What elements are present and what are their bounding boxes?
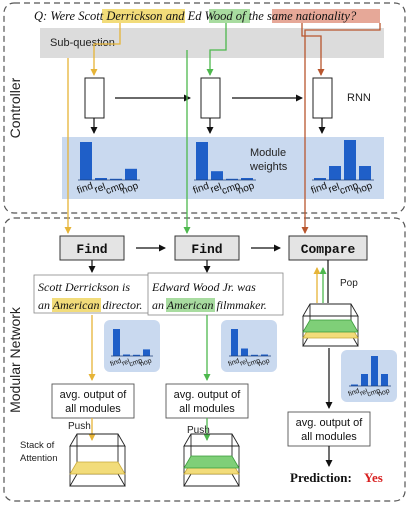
- controller-weights-1-bar-find: [80, 142, 92, 180]
- module-weights-label-2: weights: [249, 161, 288, 173]
- controller-weights-1-tick-find: find: [76, 181, 95, 197]
- module-weights-3-bar-rel: [361, 374, 368, 386]
- module-weights-3-tick-rel: rel: [359, 388, 369, 397]
- module-weights-1-bar-cmp: [133, 354, 140, 356]
- highlight-entity2: [209, 9, 250, 23]
- module-weights-1-bar-rel: [123, 354, 130, 356]
- controller-weights-2-bar-find: [196, 142, 208, 180]
- avg-output-box-2: [165, 383, 249, 419]
- controller-weights-3-tick-rel: rel: [327, 182, 341, 196]
- avg-output-box-3: [287, 411, 371, 447]
- pop-label: Pop: [340, 278, 358, 289]
- module-weights-1-tick-rel: rel: [121, 358, 131, 367]
- controller-weights-2-tick-find: find: [192, 181, 211, 197]
- module-weights-2-bar-find: [231, 329, 238, 356]
- controller-weights-2-bar-cmp: [226, 178, 238, 180]
- avg-output-1-line1: avg. output of: [60, 389, 128, 401]
- module-weights-1-tick-find: find: [109, 358, 122, 368]
- attention-stack-1: [69, 433, 126, 487]
- module-weights-2-tick-rel: rel: [239, 358, 249, 367]
- module-weights-2-tick-cmp: cmp: [247, 357, 262, 368]
- avg-output-3-line2: all modules: [301, 431, 357, 443]
- module-box-compare: [288, 235, 368, 261]
- module-label-compare: Compare: [301, 242, 356, 257]
- module-weights-2-bar-cmp: [251, 354, 258, 356]
- highlight-entity1: [102, 9, 185, 23]
- attention-stack-2: [183, 433, 240, 487]
- rnn-cell-3: [312, 77, 333, 119]
- prediction-value: Yes: [364, 470, 383, 485]
- module-box-find-1: [59, 235, 125, 261]
- avg-output-2-line2: all modules: [179, 403, 235, 415]
- controller-weights-1-bar-cmp: [110, 178, 122, 180]
- small-weights-panel-3: [341, 350, 397, 402]
- evidence-2-line1: Edward Wood Jr. was: [151, 280, 256, 294]
- module-label-find-1: Find: [76, 242, 107, 257]
- subquestion-band: [40, 28, 384, 58]
- push-label-1: Push: [68, 421, 91, 432]
- module-label-find-2: Find: [191, 242, 222, 257]
- module-weights-3-tick-cmp: cmp: [367, 387, 382, 398]
- module-weights-2-bar-nop: [261, 354, 268, 356]
- controller-weights-3-bar-nop: [359, 166, 371, 180]
- controller-weights-3-bar-find: [314, 178, 326, 180]
- attention-stack-3: [302, 303, 359, 347]
- module-weights-2-tick-find: find: [227, 358, 240, 368]
- module-weights-1-tick-nop: nop: [139, 358, 152, 369]
- rnn-cell-1: [84, 77, 105, 119]
- module-weights-2-tick-nop: nop: [257, 358, 270, 369]
- controller-weights-2-bar-rel: [211, 171, 223, 180]
- module-weights-2-bar-rel: [241, 348, 248, 356]
- yellow-arrow-to-rnn1: [90, 23, 121, 76]
- avg-output-box-1: [51, 383, 135, 419]
- evidence-box-2: [147, 272, 284, 316]
- module-weights-3-bar-cmp: [371, 356, 378, 386]
- controller-weights-2-tick-rel: rel: [209, 182, 223, 196]
- evidence-2-highlight: [166, 298, 215, 312]
- avg-output-3-line1: avg. output of: [296, 417, 364, 429]
- module-weights-1-bar-find: [113, 329, 120, 356]
- prediction-label: Prediction:: [290, 470, 352, 485]
- module-weights-label-1: Module: [250, 147, 286, 159]
- controller-frame: [3, 2, 406, 214]
- controller-label: Controller: [7, 77, 23, 138]
- controller-weights-3-bar-rel: [329, 166, 341, 180]
- modular-network-label: Modular Network: [7, 306, 23, 413]
- highlight-predicate: [272, 9, 380, 23]
- module-weights-3-tick-find: find: [347, 388, 360, 398]
- module-weights-3-bar-find: [351, 384, 358, 386]
- controller-weights-3-tick-find: find: [310, 181, 329, 197]
- evidence-1-line1: Scott Derrickson is: [38, 280, 130, 294]
- red-arrow-to-compare: [301, 23, 381, 234]
- green-arrow-to-rnn2: [206, 23, 227, 76]
- avg-output-1-line2: all modules: [65, 403, 121, 415]
- avg-output-2-line1: avg. output of: [174, 389, 242, 401]
- controller-weights-1-bar-nop: [125, 168, 137, 180]
- controller-weights-1-tick-rel: rel: [93, 182, 107, 196]
- evidence-1-highlight: [52, 298, 101, 312]
- evidence-2-line2: an American filmmaker.: [152, 298, 267, 312]
- module-weights-3-bar-nop: [381, 374, 388, 386]
- stack-label-1: Stack of: [20, 440, 55, 451]
- module-weights-1-bar-nop: [143, 349, 150, 356]
- subquestion-label: Sub-question: [50, 37, 115, 49]
- module-box-find-2: [174, 235, 240, 261]
- module-weights-3-tick-nop: nop: [377, 388, 390, 399]
- rnn-cell-2: [200, 77, 221, 119]
- evidence-1-line2: an American director.: [38, 298, 142, 312]
- controller-weights-1-bar-rel: [95, 178, 107, 180]
- controller-weights-2-bar-nop: [241, 178, 253, 180]
- controller-weights-3-bar-cmp: [344, 140, 356, 180]
- stack-label-2: Attention: [20, 453, 58, 464]
- question-text: Q: Were Scott Derrickson and Ed Wood of …: [34, 9, 357, 23]
- modular-network-frame: [3, 217, 406, 502]
- module-weights-1-tick-cmp: cmp: [129, 357, 144, 368]
- rnn-label: RNN: [347, 92, 371, 104]
- push-label-2: Push: [187, 425, 210, 436]
- red-arrow-to-rnn3: [301, 23, 325, 76]
